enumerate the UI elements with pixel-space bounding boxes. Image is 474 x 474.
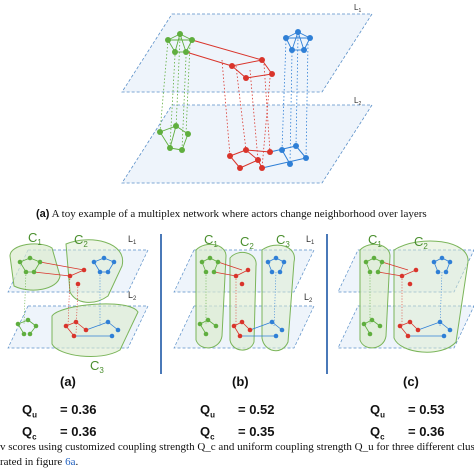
panel-b-diagram: C1 C2 C3 L1 L2 bbox=[173, 232, 315, 352]
panel-b-label: (b) bbox=[232, 374, 249, 389]
panel-c-qu-score: Qu= 0.53 bbox=[370, 402, 445, 420]
layer-plane-bottom bbox=[121, 104, 373, 184]
figure-caption-bottom-line1: v scores using customized coupling stren… bbox=[0, 441, 474, 453]
svg-text:C3: C3 bbox=[90, 358, 104, 374]
panel-c-qc-score: Qc= 0.36 bbox=[370, 424, 445, 442]
panel-a-label: (a) bbox=[60, 374, 76, 389]
panel-a-qc-score: Qc= 0.36 bbox=[22, 424, 97, 442]
figure-ref-link[interactable]: 6a bbox=[65, 456, 76, 468]
svg-text:C1: C1 bbox=[368, 232, 382, 249]
panel-b-qu-score: Qu= 0.52 bbox=[200, 402, 275, 420]
panel-a-diagram: C1 C2 C3 L1 L2 bbox=[7, 230, 149, 374]
figure-caption-a: (a) A toy example of a multiplex network… bbox=[36, 208, 427, 220]
panel-c-diagram: C1 C2 bbox=[337, 232, 474, 353]
panel-b-qc-score: Qc= 0.35 bbox=[200, 424, 275, 442]
svg-text:C2: C2 bbox=[240, 234, 254, 251]
panel-c-label: (c) bbox=[403, 374, 419, 389]
caption-a-tag: (a) bbox=[36, 208, 50, 220]
svg-text:L1: L1 bbox=[128, 234, 137, 246]
caption-a-text: A toy example of a multiplex network whe… bbox=[49, 208, 427, 220]
figure-caption-bottom-line2: rated in figure 6a. bbox=[0, 456, 79, 468]
svg-text:C2: C2 bbox=[414, 234, 428, 251]
layer-plane-top bbox=[121, 13, 373, 93]
svg-text:C3: C3 bbox=[276, 232, 290, 249]
svg-text:L2: L2 bbox=[128, 290, 137, 302]
multiplex-toy-figure: L1 L2 bbox=[121, 3, 373, 184]
layer-label-bottom: L2 bbox=[354, 96, 361, 107]
panel-divider-2 bbox=[326, 234, 328, 374]
svg-text:C1: C1 bbox=[28, 230, 42, 247]
svg-text:C1: C1 bbox=[204, 232, 218, 249]
svg-text:L1: L1 bbox=[306, 234, 315, 246]
panel-divider-1 bbox=[160, 234, 162, 374]
layer-label-top: L1 bbox=[354, 3, 361, 14]
svg-text:L2: L2 bbox=[304, 292, 313, 304]
svg-text:C2: C2 bbox=[74, 232, 88, 249]
panel-a-qu-score: Qu= 0.36 bbox=[22, 402, 97, 420]
